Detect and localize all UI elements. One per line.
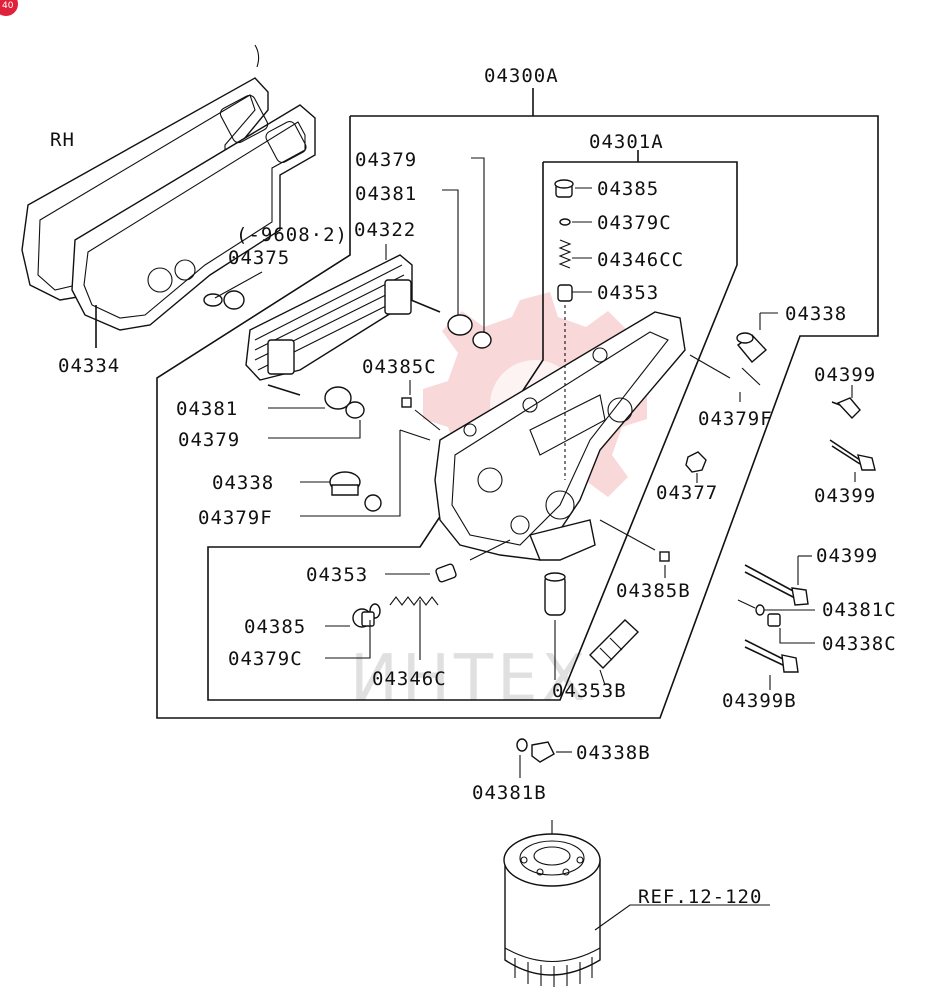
label-04375: 04375 [228,247,290,269]
bolt-04399-a [831,397,861,420]
plug-04385B [659,551,670,562]
gasket-04334 [21,44,316,331]
plug-04338C [767,613,781,627]
label-04399-a: 04399 [814,364,876,386]
label-04346CC: 04346CC [597,249,684,271]
watermark-text: ИНТЕХ [350,642,589,716]
filter-head-body [434,311,686,561]
plug-04385-bot [352,608,375,628]
spring-04346CC [558,239,572,269]
plug-04385-top [554,179,574,198]
label-04385-bot: 04385 [244,616,306,638]
label-04399B: 04399B [722,690,797,712]
label-04353-top: 04353 [597,282,659,304]
page-badge: 40 [0,0,18,16]
gasket-04381-top [447,314,473,336]
label-04385B: 04385B [616,580,691,602]
plug-04338-right [736,332,768,363]
label-04377: 04377 [656,482,718,504]
label-04399-b: 04399 [814,485,876,507]
valve-04353-top [557,284,573,302]
valve-04353-mid [435,563,457,583]
label-04379F-left: 04379F [198,507,273,529]
oil-cooler-04322 [245,254,441,396]
side-label: RH [50,129,75,151]
label-04346C: 04346C [372,668,447,690]
o-ring-04379C-top [559,218,571,226]
gasket-04381-left [324,386,352,410]
bolt-04399-c [744,564,809,606]
washer-04381B [516,738,528,752]
o-ring-04379-top [472,331,492,349]
plug-04338-left [329,471,361,496]
date-note: (-9608·2) [236,224,348,246]
relief-valve-04353B [589,619,640,669]
label-04353B: 04353B [552,680,627,702]
label-04338C: 04338C [822,633,897,655]
o-ring-04375 [203,290,245,310]
bolt-04399-b [829,439,876,471]
o-ring-04379-left [345,401,365,419]
label-04381-top: 04381 [355,183,417,205]
nut-04377 [685,451,707,473]
label-04381B: 04381B [472,782,547,804]
label-04379C-top: 04379C [597,212,672,234]
valve-04353B [544,572,566,616]
label-04334: 04334 [58,355,120,377]
label-04385C: 04385C [362,356,437,378]
label-04385-top: 04385 [597,178,659,200]
spring-04346C [389,596,439,606]
plug-04385C [401,397,412,408]
bolt-04399B [744,639,799,673]
label-04381-left: 04381 [176,398,238,420]
label-04301A: 04301A [589,131,664,153]
label-04300A: 04300A [484,65,559,87]
washer-04381C [755,604,765,616]
label-04379F-right: 04379F [698,408,773,430]
label-04338-left: 04338 [212,472,274,494]
label-04379C-bot: 04379C [228,648,303,670]
label-04322: 04322 [354,219,416,241]
svg-text:40: 40 [2,1,14,11]
label-04381C: 04381C [822,599,897,621]
ref-label: REF.12-120 [638,886,762,908]
assembly-main-outline [156,88,879,719]
oil-filter [503,820,601,987]
label-04379-top: 04379 [355,149,417,171]
plug-04338B [531,741,555,763]
label-04399-c: 04399 [816,545,878,567]
label-04338B: 04338B [576,742,651,764]
label-04379-left: 04379 [178,429,240,451]
label-04353-mid: 04353 [306,564,368,586]
label-04338-right: 04338 [785,303,847,325]
o-ring-04379F-left [364,494,382,512]
